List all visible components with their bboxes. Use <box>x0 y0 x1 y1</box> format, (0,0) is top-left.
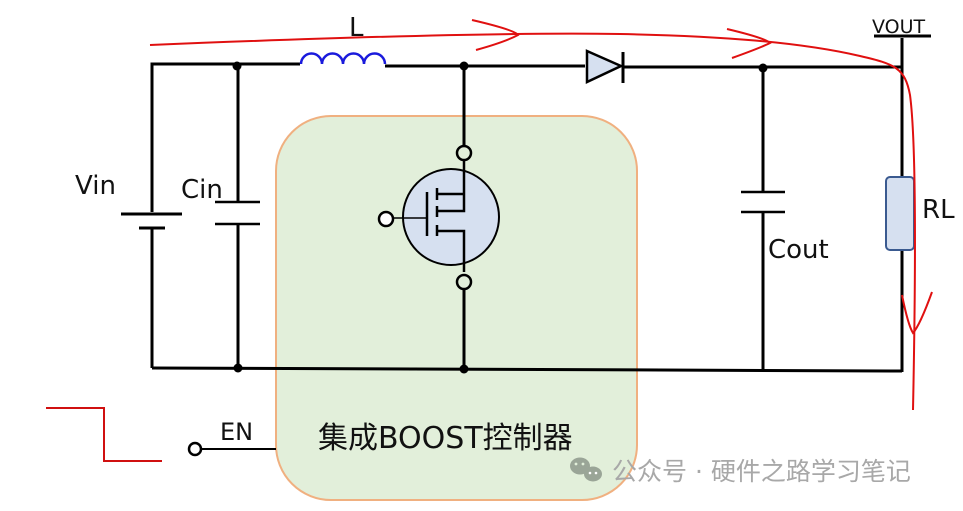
mosfet-source-conn <box>437 229 466 272</box>
junction-dot <box>459 364 469 374</box>
junction-dot <box>459 61 469 71</box>
watermark-text: 公众号 · 硬件之路学习笔记 <box>612 457 911 486</box>
label-load: RL <box>922 195 955 225</box>
current-arrow-head <box>471 19 520 51</box>
label-enable: EN <box>220 418 253 446</box>
current-arrow-head <box>901 291 933 335</box>
watermark: 公众号 · 硬件之路学习笔记 <box>570 457 911 486</box>
current-arrow-head <box>726 28 772 59</box>
controller-block <box>275 115 638 501</box>
load-resistor <box>885 176 915 251</box>
mosfet-drain-conn <box>437 155 466 213</box>
wechat-icon <box>570 457 602 482</box>
enable-step-waveform <box>46 407 162 462</box>
label-cout: Cout <box>768 235 829 265</box>
inductor-symbol <box>299 52 387 65</box>
mosfet-symbol <box>377 144 500 291</box>
label-vout: VOUT <box>872 16 926 38</box>
mosfet-body <box>402 168 500 266</box>
diode-symbol <box>585 49 625 84</box>
junction-dot <box>233 363 243 373</box>
mosfet-gate-terminal <box>377 210 395 228</box>
junctions <box>232 61 768 374</box>
en-terminal[interactable] <box>187 441 203 457</box>
label-cin: Cin <box>181 175 223 205</box>
wire-top-left <box>150 62 300 212</box>
junction-dot <box>232 61 242 71</box>
label-vin: Vin <box>75 171 116 201</box>
label-inductor: L <box>349 13 364 43</box>
diode-triangle <box>585 49 625 84</box>
wire-bottom <box>151 366 903 373</box>
controller-title: 集成BOOST控制器 <box>318 421 573 456</box>
current-path-line <box>149 32 916 411</box>
current-path-arrows <box>149 19 933 411</box>
mosfet-drain-terminal <box>455 144 473 162</box>
mosfet-source-terminal <box>455 273 473 291</box>
junction-dot <box>758 63 768 73</box>
